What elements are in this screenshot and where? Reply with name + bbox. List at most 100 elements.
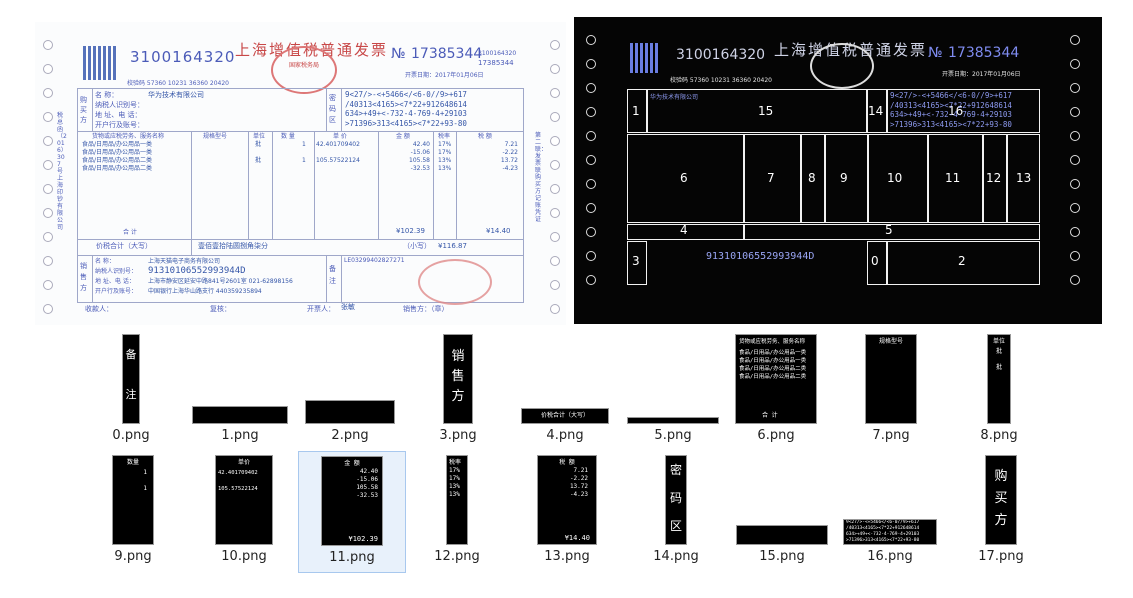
thumb-image: 数量 1 1 <box>112 455 154 545</box>
thumb-image <box>192 406 288 424</box>
region-11: 11 <box>928 134 983 223</box>
side-print-text: 税总函（2016）307号上海印钞有限公司 <box>57 112 67 231</box>
thumb-image: 税率 17% 17% 13% 13% <box>446 455 468 545</box>
file-item[interactable]: 税率 17% 17% 13% 13% 12.png <box>430 455 484 564</box>
item-names: 食品/日用品/办公用品一类 食品/日用品/办公用品一类 食品/日用品/办公用品二… <box>82 141 152 173</box>
file-name: 4.png <box>546 428 584 443</box>
buyer-taxid-label: 纳税人识别号： <box>95 101 144 109</box>
region-13: 13 <box>1007 134 1040 223</box>
file-item[interactable]: 规格型号 7.png <box>856 334 926 443</box>
perforation-dark-right <box>1070 35 1080 299</box>
thumb-image: 单位 批 批 <box>987 334 1011 424</box>
region-8: 8 <box>801 134 825 223</box>
remark-text: LE03299402827271 <box>344 257 405 264</box>
region-15: 15 华为技术有限公司 <box>647 89 867 133</box>
perforation-right <box>550 40 560 328</box>
file-item[interactable]: 备注 0.png <box>100 334 162 443</box>
drawer-label: 开票人： <box>307 305 335 313</box>
qr-code-icon <box>83 46 117 80</box>
region-16: 16 9<27/>-<+5466</<6-0//9>+617/40313<416… <box>887 89 1040 133</box>
file-item[interactable]: 15.png <box>734 455 830 564</box>
thumb-image: 单价 42.401709402 105.57522124 <box>215 455 273 545</box>
region-10: 10 <box>868 134 928 223</box>
region-9: 9 <box>825 134 868 223</box>
file-item[interactable]: 密码区 14.png <box>650 455 702 564</box>
perforation-dark-left <box>586 35 596 299</box>
file-item[interactable]: 单位 批 批 8.png <box>974 334 1024 443</box>
file-name: 8.png <box>980 428 1018 443</box>
perforation-left <box>43 40 53 328</box>
invoice-code-small: 3100164320 <box>478 50 517 57</box>
seller-address: 上海市静安区延安中路841号2601室 021-62898156 <box>148 278 293 285</box>
col-qty-header: 数 量 <box>281 133 295 140</box>
invoice-number: 17385344 <box>411 46 483 62</box>
file-item[interactable]: 购买方 17.png <box>974 455 1028 564</box>
grand-small-label: （小写） <box>403 242 431 250</box>
tax-seal-oval: 国家税务局 <box>271 46 337 94</box>
payee-label: 收款人： <box>85 305 113 313</box>
region-3: 3 <box>627 241 647 285</box>
dark-seal-oval <box>810 43 874 89</box>
invoice-segmented: 3100164320 上海增值税普通发票 № 17385344 校验码 5736… <box>574 17 1102 324</box>
table-row: 食品/日用品/办公用品二类 <box>82 157 153 164</box>
thumb-image: 备注 <box>122 334 140 424</box>
grand-total-row: 价税合计（大写） 壹佰壹拾陆圆捌角柒分 （小写） ¥116.87 <box>78 239 523 256</box>
invoice-original: 3100164320 上海增值税普通发票 国家税务局 № 17385344 31… <box>35 22 566 325</box>
thumb-image: 规格型号 <box>865 334 917 424</box>
file-item-selected[interactable]: 金 额 42.40 -15.06 105.58 -32.53 ¥102.39 1… <box>298 451 406 573</box>
file-item[interactable]: 数量 1 1 9.png <box>105 455 161 564</box>
seller-name: 上海天猫电子商务有限公司 <box>148 258 221 265</box>
region-1: 1 <box>627 89 647 133</box>
file-item[interactable]: 5.png <box>625 334 721 443</box>
file-item[interactable]: 价税合计（大写） 4.png <box>515 334 615 443</box>
file-name: 13.png <box>544 549 590 564</box>
total-amount: ¥102.39 <box>396 227 425 235</box>
region-7: 7 <box>744 134 801 223</box>
region-5: 5 <box>744 223 1040 240</box>
file-item[interactable]: 单价 42.401709402 105.57522124 10.png <box>212 455 276 564</box>
file-item[interactable]: 货物或应税劳务、服务名称 食品/日用品/办公用品一类 食品/日用品/办公用品一类… <box>735 334 817 443</box>
seller-seal-oval <box>418 259 492 305</box>
region-4: 4 <box>627 223 744 240</box>
file-name: 0.png <box>112 428 150 443</box>
thumb-image: 货物或应税劳务、服务名称 食品/日用品/办公用品一类 食品/日用品/办公用品一类… <box>735 334 817 424</box>
thumb-image: 金 额 42.40 -15.06 105.58 -32.53 ¥102.39 <box>321 456 383 546</box>
file-name: 5.png <box>654 428 692 443</box>
thumb-image <box>736 525 828 545</box>
seller-taxid: 91310106552993944D <box>148 266 246 276</box>
issue-date: 开票日期：2017年01月06日 <box>405 72 484 79</box>
thumb-image <box>305 400 395 424</box>
file-item[interactable]: 1.png <box>190 334 290 443</box>
thumb-image: 销售方 <box>443 334 473 424</box>
thumb-image: 密码区 <box>665 455 687 545</box>
file-name: 16.png <box>867 549 913 564</box>
invoice-table: 购买方 名 称： 华为技术有限公司 纳税人识别号： 地 址、电 话： 开户行及账… <box>77 88 524 305</box>
file-item[interactable]: 税 额 7.21 -2.22 13.72 -4.23 ¥14.40 13.png <box>535 455 599 564</box>
total-label: 合 计 <box>123 229 137 236</box>
file-name: 12.png <box>434 549 480 564</box>
buyer-name: 华为技术有限公司 <box>148 91 204 99</box>
buyer-name-label: 名 称： <box>95 91 119 99</box>
cipher-area: 9<27/>-<+5466</<6-0//9>+617 /40313<4165>… <box>345 90 467 128</box>
invoice-number-small: 17385344 <box>478 59 514 67</box>
qr-code-dark-icon <box>630 43 660 73</box>
item-units: 批批 <box>255 141 262 164</box>
items-block: 货物或应税劳务、服务名称 规格型号 单位 数 量 单 价 金 额 税率 税 额 … <box>78 131 523 240</box>
file-name: 9.png <box>114 549 152 564</box>
file-name: 11.png <box>329 550 375 565</box>
file-name: 6.png <box>757 428 795 443</box>
file-item[interactable]: 2.png <box>300 334 400 443</box>
region-14: 14 <box>867 89 887 133</box>
file-item[interactable]: 销售方 3.png <box>430 334 486 443</box>
table-row: 食品/日用品/办公用品一类 <box>82 149 153 156</box>
file-item[interactable]: 9<27/>-<+5466</<6-0//9>+617 /40313<4165>… <box>842 455 938 564</box>
reviewer-label: 复核： <box>210 305 231 313</box>
region-0: 0 <box>867 241 887 285</box>
dark-invoice-code: 3100164320 <box>676 47 766 63</box>
thumb-image: 税 额 7.21 -2.22 13.72 -4.23 ¥14.40 <box>537 455 597 545</box>
number-prefix: № <box>391 46 406 62</box>
